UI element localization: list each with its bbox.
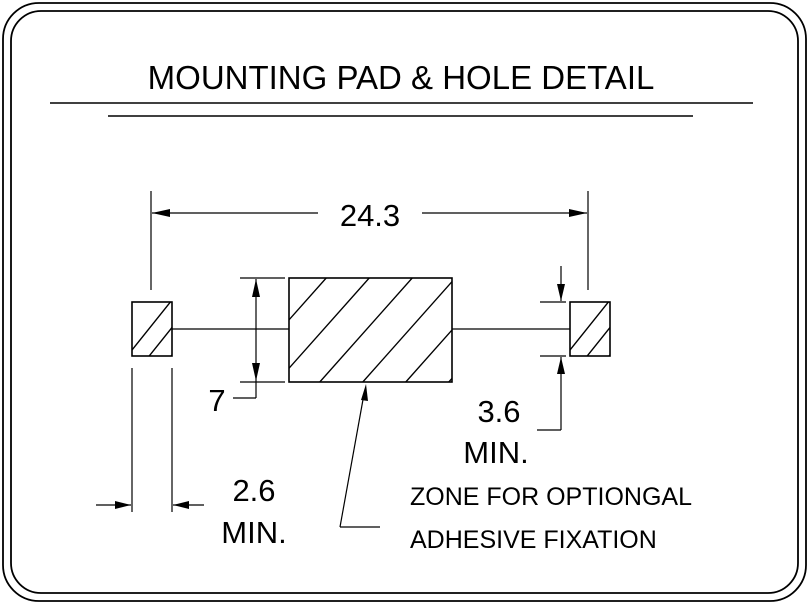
drawing-title: MOUNTING PAD & HOLE DETAIL [148,59,655,96]
overall-dimension-value: 24.3 [340,198,400,233]
hole-height-value: 3.6 [477,394,520,429]
overall-dimension: 24.3 [150,191,589,290]
hole-height-dimension: 3.6 MIN. [463,266,566,470]
adhesive-zone-label-line1: ZONE FOR OPTIONGAL [410,483,692,511]
hole-height-note: MIN. [463,435,528,470]
hole-width-value: 2.6 [232,473,275,508]
adhesive-zone-label-line2: ADHESIVE FIXATION [410,526,657,554]
adhesive-zone-pad [288,277,453,383]
left-hole-pad [131,301,173,357]
hole-width-note: MIN. [221,515,286,550]
inner-frame [10,10,799,594]
adhesive-zone-leader [339,384,380,528]
right-hole-pad [569,301,611,357]
pad-height-value: 7 [208,383,225,418]
hole-width-dimension: 2.6 MIN. [96,368,287,550]
pad-height-dimension: 7 [208,277,285,418]
